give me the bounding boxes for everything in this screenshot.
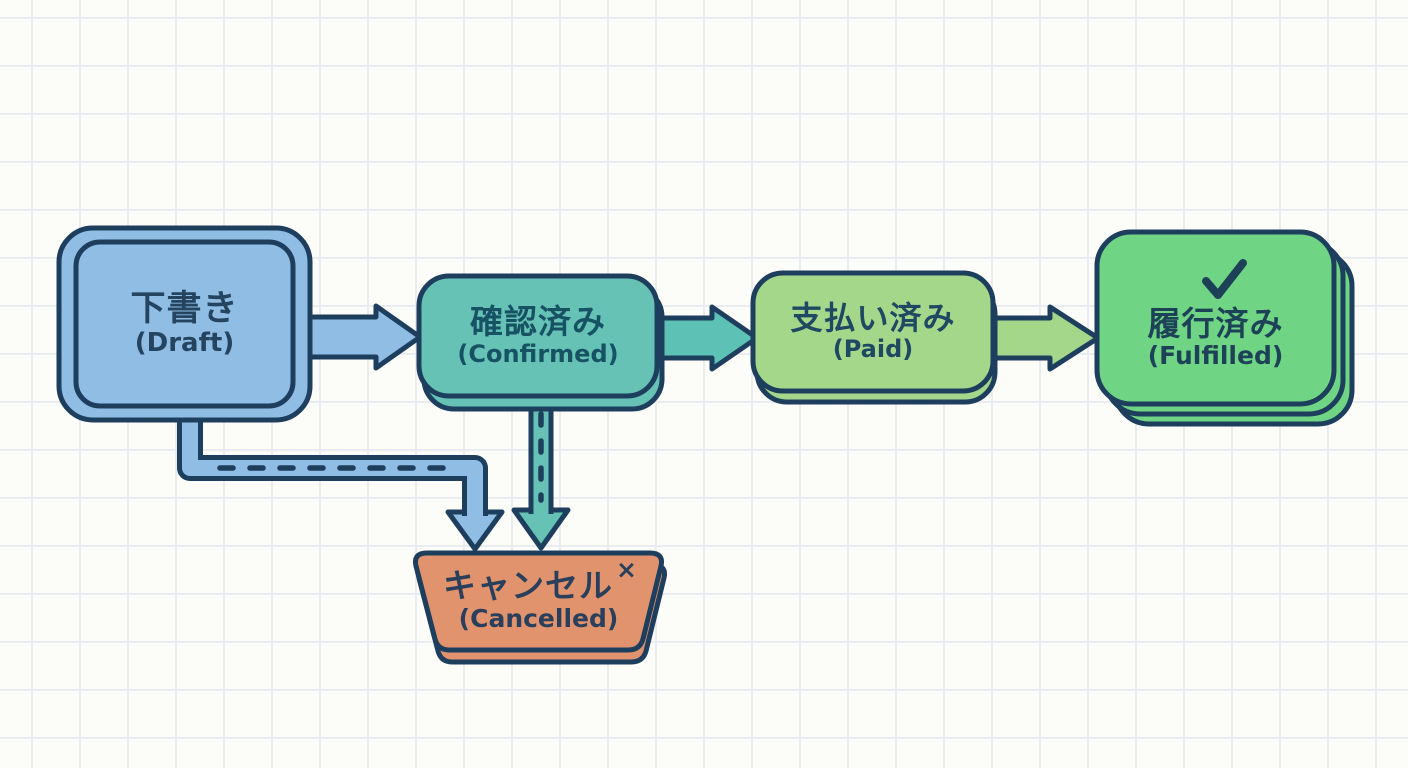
arrow-confirmed-to-paid — [649, 304, 760, 372]
arrow-draft-to-confirmed — [303, 303, 423, 371]
arrowhead-draft-cancelled — [445, 509, 505, 552]
fulfilled-card — [1094, 229, 1337, 407]
pipe-fill — [182, 400, 483, 516]
paid-card — [750, 270, 996, 394]
arrow-paid-to-fulfilled — [985, 304, 1101, 372]
confirmed-card — [416, 273, 660, 399]
edge-confirmed-to-cancelled — [511, 392, 571, 551]
node-confirmed — [416, 273, 665, 412]
arrowhead-confirmed-cancelled — [511, 507, 571, 551]
cancelled-card — [413, 550, 664, 653]
node-cancelled — [413, 550, 667, 665]
draft-inner-outline — [73, 239, 296, 409]
node-paid — [750, 270, 998, 405]
node-draft — [56, 225, 313, 423]
edge-draft-to-cancelled — [177, 400, 505, 552]
check-icon — [1202, 259, 1247, 299]
node-fulfilled — [1094, 229, 1355, 427]
draft-outer-card — [56, 225, 313, 423]
